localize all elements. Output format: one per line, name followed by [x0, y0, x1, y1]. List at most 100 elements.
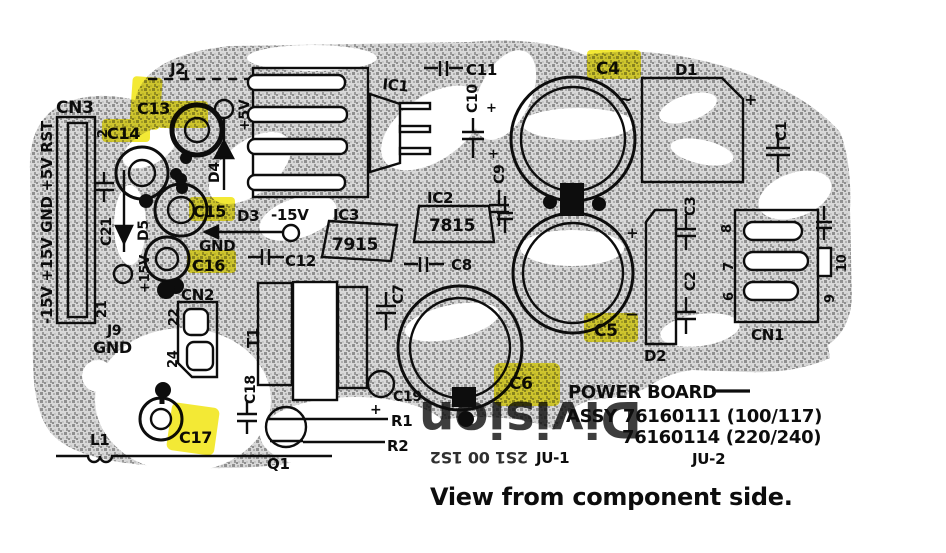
- c9-plus-mark-a: +: [486, 101, 497, 116]
- c10-capacitor: [462, 118, 484, 158]
- c4-ac-mark: ~: [618, 89, 633, 110]
- label-c7: C7: [391, 285, 407, 304]
- label-c9: C9: [492, 165, 508, 184]
- label-c3: C3: [683, 197, 699, 216]
- cn2-pads: [182, 307, 215, 372]
- label-d2: D2: [644, 347, 666, 365]
- label-r2: R2: [387, 437, 408, 455]
- label-cn1: CN1: [751, 326, 784, 344]
- highlight-c13-a: [129, 76, 163, 130]
- ic1-pins: [398, 101, 432, 156]
- label-cn3: CN3: [56, 98, 94, 118]
- c2-capacitor: [676, 297, 696, 334]
- label-pin8: 8: [720, 224, 735, 233]
- label-plus5v: +5V: [237, 99, 253, 131]
- d1-plus-mark: +: [744, 90, 757, 109]
- label-t1: T1: [244, 328, 262, 348]
- d1-bridge: [640, 76, 745, 184]
- solder-pads: [139, 152, 192, 398]
- label-c11: C11: [466, 61, 497, 79]
- cn3-connector: [55, 115, 97, 325]
- plus15v-pad: [112, 263, 134, 285]
- label-pin7: 7: [722, 262, 737, 271]
- label-d5: D5: [136, 220, 152, 241]
- ic1-body: [368, 92, 402, 174]
- label-j2: J2: [169, 60, 185, 78]
- c19-capacitor: [366, 369, 396, 399]
- c5-capacitor-inner: [521, 221, 625, 325]
- label-c1: C1: [774, 122, 790, 141]
- label-pin10: 10: [835, 254, 850, 272]
- ic2-body: [412, 204, 496, 244]
- artwork: [55, 61, 833, 464]
- c11-capacitor: [424, 61, 463, 76]
- c12-capacitor: [248, 249, 284, 265]
- label-r1: R1: [391, 412, 412, 430]
- cn2-connector: [176, 300, 219, 379]
- c4-c5-terminals: [452, 183, 606, 427]
- highlight-c13-b: [158, 101, 208, 128]
- label-c18: C18: [243, 375, 259, 404]
- label-c8: C8: [451, 256, 472, 274]
- label-rail: -15V +15V GND +5V RST: [38, 120, 56, 324]
- cn1-tab: [816, 246, 833, 278]
- label-c12: C12: [285, 252, 316, 270]
- cn1-pads: [742, 220, 810, 302]
- c7-capacitor: [376, 292, 396, 330]
- heatsink-slots: [246, 73, 349, 192]
- label-ju2: JU-2: [691, 450, 725, 468]
- c16-capacitor-inner: [154, 246, 180, 272]
- label-c10: C10: [465, 84, 481, 113]
- trace-whitespace: [82, 45, 832, 473]
- highlight-c5: [584, 313, 638, 342]
- q1-leads: [268, 417, 306, 443]
- highlighter-marks: [102, 50, 641, 456]
- label-pin9: 9: [823, 294, 838, 303]
- mounting-hole: [82, 360, 114, 392]
- q1-transistor: [264, 405, 308, 449]
- label-pin6: 6: [722, 292, 737, 301]
- caption: View from component side.: [430, 483, 793, 511]
- label-minus15v: -15V: [271, 206, 309, 224]
- d3-arrowhead: [202, 224, 220, 240]
- label-d1: D1: [675, 61, 697, 79]
- label-7815: 7815: [429, 216, 475, 236]
- title-assy-1: ASSY 76160111 (100/117): [566, 406, 822, 427]
- title-assy-2: 76160114 (220/240): [622, 427, 821, 448]
- c14-capacitor-inner: [127, 158, 157, 188]
- c1-capacitor: [766, 133, 790, 172]
- label-plus15v: +15V: [138, 255, 153, 293]
- label-pin24: 24: [166, 350, 181, 368]
- highlight-c14: [102, 119, 150, 142]
- c8-capacitor: [404, 257, 444, 272]
- label-cn2: CN2: [181, 286, 214, 304]
- d2-bridge: [644, 208, 678, 346]
- label-l1: L1: [90, 431, 109, 449]
- d5-diode: [114, 224, 134, 246]
- label-ic3: IC3: [333, 206, 359, 224]
- heatsink: [251, 66, 370, 199]
- ic3-body: [320, 219, 399, 263]
- t1-transformer-right: [336, 285, 369, 390]
- c19-plus-mark: +: [370, 402, 381, 418]
- highlight-c17: [166, 402, 220, 456]
- d4-diode: [213, 138, 235, 160]
- highlight-c6: [494, 363, 560, 406]
- c18-capacitor: [237, 400, 257, 434]
- c3-capacitor: [676, 214, 696, 250]
- label-c2: C2: [683, 272, 699, 291]
- c21-capacitor: [94, 172, 114, 202]
- label-pin22: 22: [167, 309, 182, 327]
- label-c19: C19: [393, 389, 422, 405]
- l1-inductor: [56, 454, 332, 464]
- label-ju1: JU-1: [535, 449, 569, 467]
- label-j9-gnd: GND: [93, 338, 132, 357]
- label-c21: C21: [99, 217, 115, 246]
- c9-capacitor: [489, 190, 509, 226]
- highlight-c15: [189, 197, 235, 221]
- label-q1: Q1: [267, 455, 290, 473]
- label-d4: D4: [207, 162, 223, 183]
- c6-capacitor: [396, 284, 524, 412]
